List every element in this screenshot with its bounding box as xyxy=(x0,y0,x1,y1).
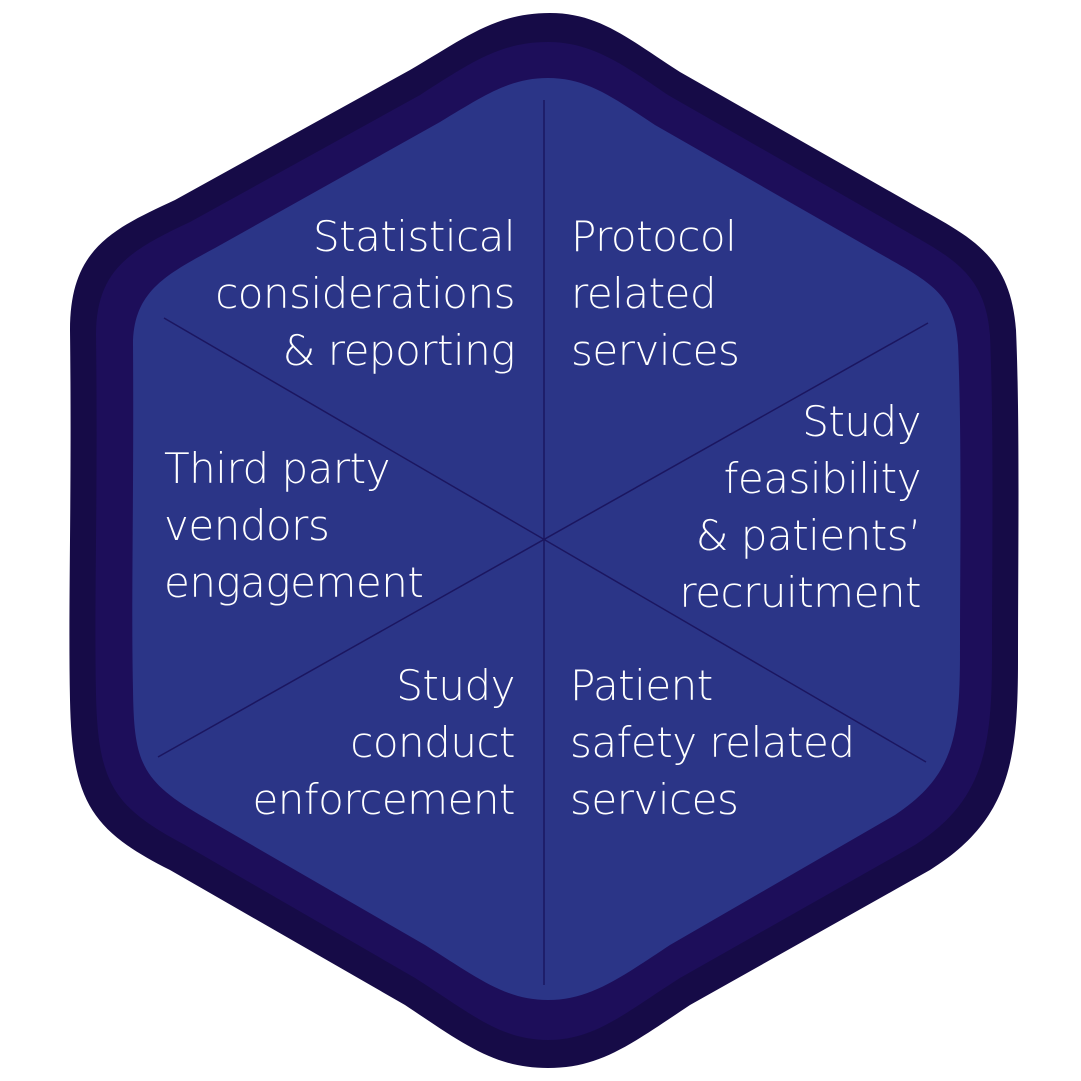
segment-label-line: conduct xyxy=(350,718,515,767)
divider-lines xyxy=(157,100,929,985)
segment-statistical-considerations: Statistical considerations & reporting xyxy=(215,208,515,379)
segment-label-line: Protocol xyxy=(571,212,737,261)
divider-line xyxy=(163,317,927,763)
segment-study-feasibility: Study feasibility & patients’ recruitment xyxy=(679,393,921,621)
segment-patient-safety: Patient safety related services xyxy=(570,657,855,828)
segment-label-line: recruitment xyxy=(679,568,921,617)
segment-label-line: considerations xyxy=(215,269,515,318)
segment-label-line: & patients’ xyxy=(695,511,922,560)
segment-label-line: services xyxy=(571,326,740,375)
segment-label-line: vendors xyxy=(164,501,330,550)
segment-label-line: & reporting xyxy=(282,326,516,375)
segment-label-line: Statistical xyxy=(312,212,516,261)
divider-line xyxy=(157,322,929,758)
segment-third-party-vendors: Third party vendors engagement xyxy=(164,440,424,611)
segment-label-line: related xyxy=(571,269,717,318)
segment-study-conduct: Study conduct enforcement xyxy=(252,657,515,828)
segment-label-line: Study xyxy=(396,661,515,710)
segment-label-line: feasibility xyxy=(723,454,922,503)
segment-label-line: Patient xyxy=(570,661,713,710)
inner-hexagon xyxy=(132,78,961,1000)
segment-label-line: enforcement xyxy=(252,775,515,824)
segment-protocol-related-services: Protocol related services xyxy=(571,208,740,379)
segment-label-line: Study xyxy=(802,397,921,446)
segment-label-line: safety related xyxy=(570,718,855,767)
segment-label-line: services xyxy=(570,775,739,824)
segment-label-line: Third party xyxy=(164,444,390,493)
segment-label-line: engagement xyxy=(164,558,424,607)
